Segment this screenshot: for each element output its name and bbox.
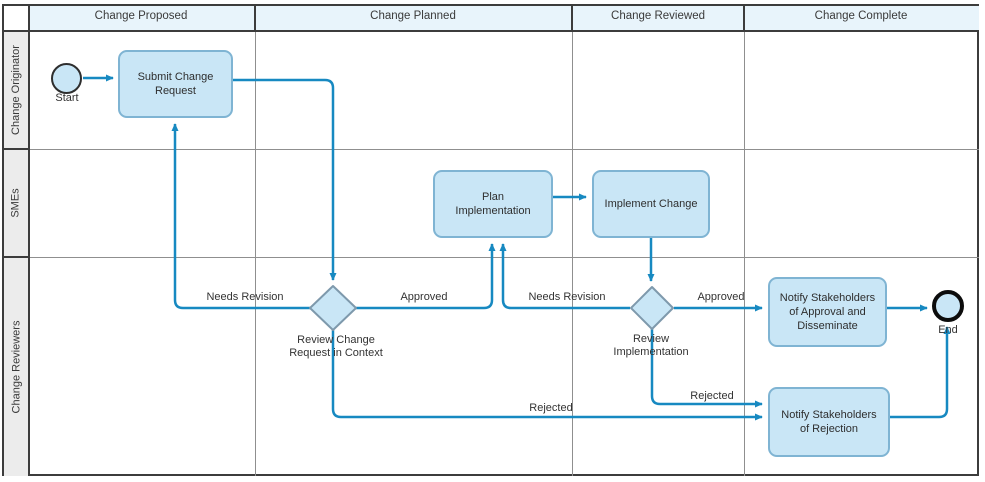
pool-corner-cell (4, 6, 30, 30)
edge-label-rejected-implementation: Rejected (690, 390, 734, 402)
lane-divider-line (30, 257, 979, 258)
task-label: Plan Implementation (455, 191, 531, 217)
task-label: Submit Change Request (137, 71, 214, 97)
flow-rejected-implementation-to-notify-rejection (650, 329, 763, 408)
phase-header-change-reviewed: Change Reviewed (611, 10, 705, 22)
flow-notify-rejection-to-end (890, 326, 951, 419)
task-label: Notify Stakeholders of Rejection (781, 409, 877, 435)
phase-column-line (744, 32, 745, 476)
phase-header-strip (4, 6, 979, 30)
lane-strip-divider (4, 256, 28, 258)
task-submit-change-request: Submit Change Request (118, 50, 233, 118)
gateway-review-change-request (309, 285, 357, 331)
task-plan-implementation: Plan Implementation (433, 170, 553, 238)
gateway-review-implementation (630, 286, 674, 330)
flow-rejected-request-to-notify-rejection (331, 330, 763, 421)
edge-label-needs-revision-2: Needs Revision (528, 291, 606, 303)
phase-column-line (255, 32, 256, 476)
header-divider (743, 6, 745, 30)
flow-needs-revision-to-plan (499, 243, 630, 310)
header-divider (571, 6, 573, 30)
edge-label-approved-2: Approved (697, 291, 745, 303)
lane-label-strip (4, 30, 30, 476)
flow-approved-to-plan (355, 243, 496, 310)
start-event-label: Start (55, 92, 79, 104)
phase-column-line (572, 32, 573, 476)
phase-header-change-planned: Change Planned (370, 10, 456, 22)
header-bottom-border (4, 30, 979, 32)
edge-label-rejected-request: Rejected (529, 402, 573, 414)
task-implement-change: Implement Change (592, 170, 710, 238)
edge-label-needs-revision-1: Needs Revision (206, 291, 284, 303)
task-notify-stakeholders-rejection: Notify Stakeholders of Rejection (768, 387, 890, 457)
lane-divider-line (30, 149, 979, 150)
gateway-label-review-change-request: Review Change Request in Context (289, 334, 383, 359)
gateway-label-review-implementation: Review Implementation (613, 333, 689, 358)
phase-header-change-complete: Change Complete (814, 10, 908, 22)
edge-label-approved-1: Approved (400, 291, 448, 303)
header-divider (254, 6, 256, 30)
flow-needs-revision-to-submit (171, 123, 311, 310)
end-event-circle (932, 290, 964, 322)
start-event-circle (51, 63, 82, 94)
lane-strip-divider (4, 148, 28, 150)
task-label: Implement Change (604, 198, 698, 210)
task-notify-stakeholders-approval: Notify Stakeholders of Approval and Diss… (768, 277, 887, 347)
phase-header-change-proposed: Change Proposed (94, 10, 188, 22)
task-label: Notify Stakeholders of Approval and Diss… (779, 292, 876, 332)
flow-submit-to-review-request (233, 78, 337, 281)
end-event-label: End (938, 324, 958, 336)
